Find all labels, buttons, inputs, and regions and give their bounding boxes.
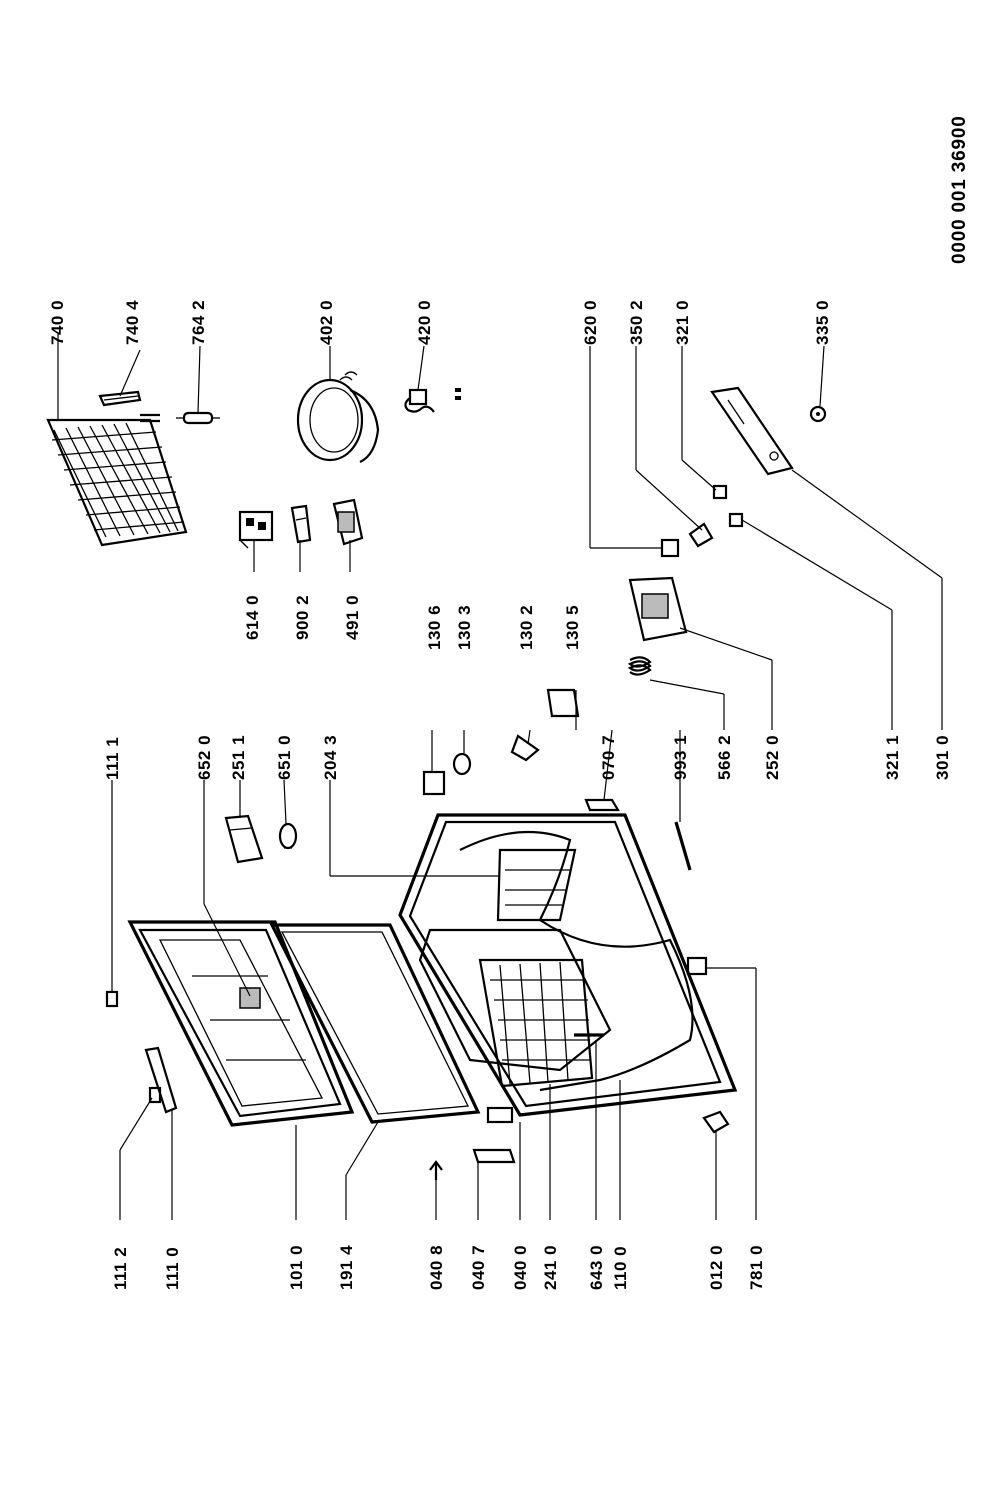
cap-111-2 [148,1086,162,1104]
label-620-0: 620 0 [581,299,600,345]
label-070-7: 070 7 [599,734,618,780]
label-740-4: 740 4 [123,299,142,345]
clip-130-6 [422,770,446,796]
label-110-0: 110 0 [611,1245,630,1290]
label-321-0: 321 0 [673,299,692,345]
hinge-base [486,1106,514,1124]
vent-070-7 [584,798,620,812]
label-781-0: 781 0 [747,1244,766,1290]
label-040-0: 040 0 [511,1244,530,1290]
thermostat [628,576,688,642]
label-241-0: 241 0 [541,1244,560,1290]
hinge-040-7 [472,1148,516,1164]
label-111-1: 111 1 [103,736,122,780]
label-251-1: 251 1 [229,734,248,780]
label-740-0: 740 0 [48,299,67,345]
label-643-0: 643 0 [587,1244,606,1290]
lid [127,920,355,1127]
clip-130-5 [546,688,580,718]
screw-040-8 [429,1160,443,1180]
foot-781-0 [686,956,708,976]
condenser-coil [46,413,188,547]
clip-130-3 [452,752,472,776]
label-111-0: 111 0 [163,1246,182,1290]
label-993-1: 993 1 [671,734,690,780]
wire-basket [478,958,594,1088]
label-764-2: 764 2 [189,299,208,345]
part-321-1 [728,512,744,528]
label-191-4: 191 4 [337,1244,356,1290]
label-614-0: 614 0 [243,594,262,640]
label-900-2: 900 2 [293,594,312,640]
thermostat-spring [627,656,652,676]
label-252-0: 252 0 [763,734,782,780]
label-040-8: 040 8 [427,1244,446,1290]
label-130-6: 130 6 [425,604,444,650]
compressor [296,371,380,463]
label-111-2: 111 2 [111,1246,130,1290]
label-130-2: 130 2 [517,604,536,650]
relay-cover [332,498,364,546]
clip-130-2 [510,734,540,762]
clip-900-2 [290,504,312,544]
light-cover [224,814,264,864]
cabinet [398,813,738,1117]
power-cord [404,388,461,413]
label-012-0: 012 0 [707,1244,726,1290]
knob [809,405,827,423]
label-491-0: 491 0 [343,594,362,640]
lamp [278,822,298,850]
relay [238,510,274,549]
label-566-2: 566 2 [715,734,734,780]
label-402-0: 402 0 [317,299,336,345]
label-130-3: 130 3 [455,604,474,650]
leader-lines [57,332,943,1220]
label-420-0: 420 0 [415,299,434,345]
cap-111-1 [105,990,119,1008]
strip-993-1 [674,821,692,871]
label-335-0: 335 0 [813,299,832,345]
label-321-1: 321 1 [883,734,902,780]
bracket-740-4 [98,390,142,407]
label-652-0: 652 0 [195,734,214,780]
document-number: 0000 001 36900 [949,115,970,264]
filter-dryer [176,411,220,425]
label-301-0: 301 0 [933,734,952,780]
label-130-5: 130 5 [563,604,582,650]
lid-gasket [269,923,481,1124]
label-350-2: 350 2 [627,299,646,345]
part-321-0 [712,484,728,500]
label-204-3: 204 3 [321,734,340,780]
part-350-2 [688,522,714,548]
label-101-0: 101 0 [287,1244,306,1290]
label-040-7: 040 7 [469,1244,488,1290]
bracket-012-0 [702,1110,730,1134]
part-620-0 [660,538,680,558]
label-651-0: 651 0 [275,734,294,780]
control-panel [710,386,794,476]
